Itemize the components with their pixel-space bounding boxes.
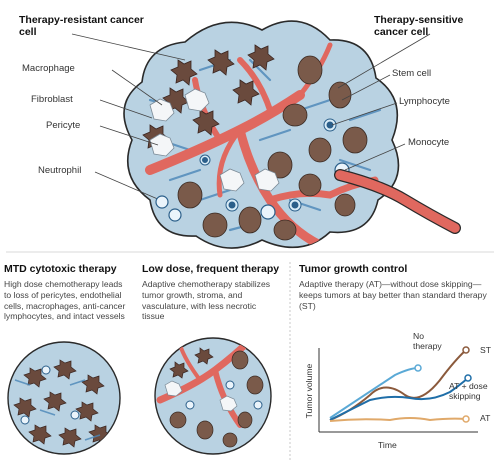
growth-heading: Tumor growth control: [299, 263, 408, 275]
low-dose-heading: Low dose, frequent therapy: [142, 263, 280, 275]
series-no-therapy: [329, 367, 419, 419]
x-axis-label: Time: [378, 440, 397, 450]
label-stem-cell: Stem cell: [392, 68, 432, 79]
mtd-text: High dose chemotherapy leads to loss of …: [4, 279, 126, 322]
label-st: ST: [480, 345, 491, 355]
sensitive-cell-title: Therapy-sensitive cancer cell: [374, 14, 464, 38]
low-dose-tumor: [154, 337, 272, 455]
label-neutrophil: Neutrophil: [38, 165, 82, 176]
growth-text: Adaptive therapy (AT)—without dose skipp…: [299, 279, 487, 311]
label-at: AT: [480, 413, 491, 423]
label-no-therapy: No therapy: [413, 331, 442, 351]
main-tumor: [123, 20, 461, 249]
label-macrophage: Macrophage: [22, 63, 75, 74]
mtd-tumor: [7, 341, 121, 455]
label-at-skip: AT + dose skipping: [449, 381, 488, 401]
y-axis-label: Tumor volume: [304, 363, 314, 419]
series-at: [329, 417, 467, 422]
series-at-skip: [329, 377, 469, 421]
mtd-heading: MTD cytotoxic therapy: [4, 263, 117, 275]
label-lymphocyte: Lymphocyte: [399, 96, 450, 107]
growth-chart: [318, 346, 478, 433]
low-dose-text: Adaptive chemotherapy stabilizes tumor g…: [142, 279, 271, 322]
label-monocyte: Monocyte: [408, 137, 450, 148]
leader-lines: [71, 33, 431, 201]
label-pericyte: Pericyte: [46, 120, 81, 131]
label-fibroblast: Fibroblast: [31, 94, 73, 105]
series-st: [329, 349, 467, 421]
resistant-cell-title: Therapy-resistant cancer cell: [19, 14, 144, 38]
